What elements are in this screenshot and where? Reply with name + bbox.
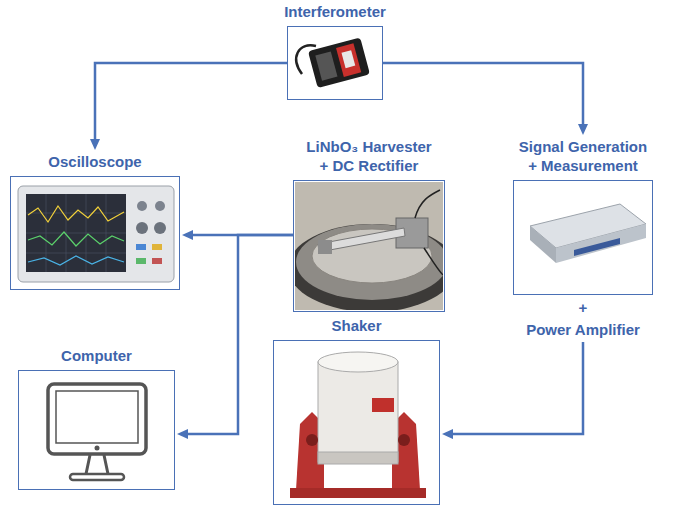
node-heading: Signal Generation + Measurement <box>493 137 673 175</box>
stand <box>86 455 108 474</box>
connector-strip <box>574 238 620 256</box>
device-frame <box>18 370 175 490</box>
knob <box>154 222 166 234</box>
tip-mass <box>318 240 332 254</box>
oscilloscope-panel: Oscilloscope <box>10 152 180 290</box>
daq-device-icon <box>530 204 646 263</box>
shaker-body <box>318 362 398 462</box>
shaker-top <box>318 352 398 372</box>
node-caption: Power Amplifier <box>493 320 673 339</box>
shaker-icon <box>290 352 426 498</box>
trace <box>28 256 124 265</box>
trunnion <box>306 434 318 446</box>
node-heading: Computer <box>18 346 175 365</box>
knob <box>136 222 148 234</box>
scope-body <box>18 186 174 282</box>
device-frame <box>293 180 445 312</box>
node-heading: Shaker <box>273 316 440 335</box>
interferometer-body <box>308 37 370 88</box>
connector-arrow <box>446 342 583 434</box>
knob <box>155 201 165 211</box>
signal-generator-panel: Signal Generation + Measurement + Power Am… <box>493 137 673 339</box>
node-heading: Oscilloscope <box>10 152 180 171</box>
computer-icon <box>48 384 146 480</box>
button <box>136 244 146 250</box>
connector-arrow <box>383 63 583 131</box>
trace <box>28 232 124 246</box>
wires <box>415 190 443 275</box>
harvester-photo <box>295 182 443 310</box>
device-frame <box>10 176 180 290</box>
stand-base <box>290 488 426 498</box>
scope-screen <box>26 194 126 272</box>
screen <box>56 391 138 443</box>
housing <box>308 37 370 88</box>
interferometer-icon <box>296 37 370 88</box>
node-heading: LiNbO₃ Harvester + DC Rectifier <box>289 137 449 175</box>
computer-panel: Computer <box>18 346 175 490</box>
device-frame <box>287 26 383 100</box>
connector-arrow <box>95 63 287 146</box>
button <box>136 258 146 264</box>
device-front <box>530 226 556 263</box>
logo-plate <box>372 398 394 412</box>
base <box>70 474 124 480</box>
red-panel <box>336 43 361 77</box>
connector-arrow <box>181 235 293 434</box>
shaker-panel: Shaker <box>273 316 440 505</box>
button <box>152 258 162 264</box>
node-heading: Interferometer <box>270 2 400 21</box>
harvester-panel: LiNbO₃ Harvester + DC Rectifier <box>289 137 449 312</box>
side-panel <box>315 51 337 80</box>
oscilloscope-icon <box>18 186 174 282</box>
shaker-band <box>318 452 398 464</box>
device-frame <box>513 180 653 295</box>
monitor <box>48 384 146 454</box>
node-caption: + <box>493 298 673 317</box>
device-frame <box>273 340 440 505</box>
screen-grid <box>26 194 126 272</box>
trace <box>28 206 124 222</box>
button <box>152 244 162 250</box>
trunnion <box>398 434 410 446</box>
device-side <box>556 224 646 263</box>
power-dot <box>95 446 100 451</box>
sticker <box>341 50 355 68</box>
knob <box>137 201 147 211</box>
interferometer-panel: Interferometer <box>270 2 400 100</box>
